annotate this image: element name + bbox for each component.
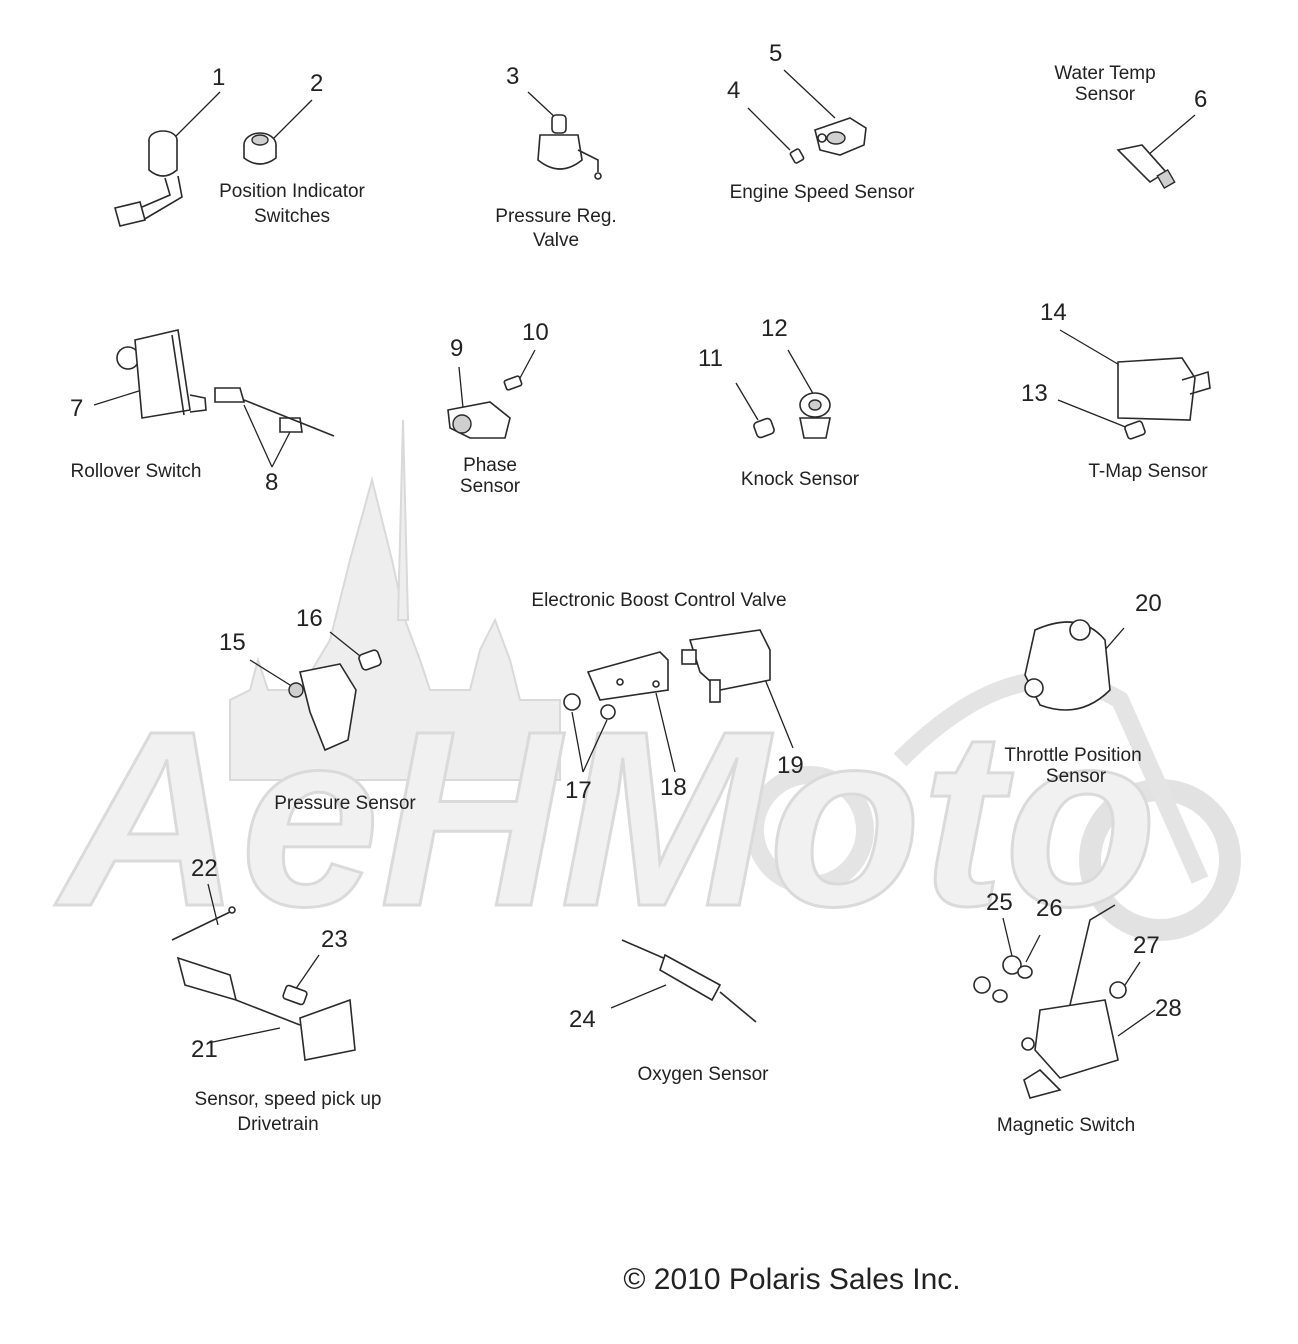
label-throttle-line2: Sensor [1046, 766, 1107, 787]
part-10-bolt-icon [503, 375, 523, 391]
label-pressure-reg-line2: Valve [533, 230, 579, 251]
watermark-text: AeHMoto [54, 679, 1157, 958]
callout-6: 6 [1194, 86, 1207, 113]
label-throttle-line1: Throttle Position [1004, 745, 1141, 766]
callout-20: 20 [1135, 590, 1162, 617]
part-1-position-switch-icon [114, 130, 183, 227]
label-water-temp-line1: Water Temp [1054, 63, 1155, 84]
part-2-switch-icon [243, 132, 277, 165]
part-8-fastener-icon [214, 387, 335, 437]
part-6-water-temp-sensor-icon [1116, 144, 1176, 190]
label-tmap: T-Map Sensor [1088, 461, 1208, 482]
callout-4: 4 [727, 77, 740, 104]
callout-11: 11 [698, 345, 723, 372]
callout-13: 13 [1021, 380, 1048, 407]
callout-22: 22 [191, 855, 218, 882]
callout-14: 14 [1040, 299, 1067, 326]
callout-24: 24 [569, 1006, 596, 1033]
part-28-magnetic-switch-icon [1021, 904, 1119, 1099]
label-knock: Knock Sensor [741, 469, 860, 490]
label-rollover: Rollover Switch [71, 461, 202, 482]
part-15-pressure-sensor-icon [288, 663, 357, 752]
part-13-bolt-icon [1124, 420, 1146, 440]
callout-21: 21 [191, 1036, 218, 1063]
copyright-text: © 2010 Polaris Sales Inc. [623, 1263, 960, 1296]
group-labels: Position Indicator Switches Pressure Reg… [71, 63, 1209, 1136]
label-pressure-reg-line1: Pressure Reg. [495, 206, 616, 227]
callout-7: 7 [70, 395, 83, 422]
label-water-temp-line2: Sensor [1075, 84, 1136, 105]
callout-3: 3 [506, 63, 519, 90]
callout-27: 27 [1133, 932, 1160, 959]
part-21-speed-pickup-icon [176, 956, 356, 1061]
callout-9: 9 [450, 335, 463, 362]
label-boost: Electronic Boost Control Valve [531, 590, 786, 611]
callout-2: 2 [310, 70, 323, 97]
watermark: AeHMoto [53, 419, 1241, 960]
part-22-cable-tie-icon [171, 906, 236, 941]
part-12-knock-sensor-icon [799, 392, 831, 439]
callout-25: 25 [986, 889, 1013, 916]
label-position-indicator-line2: Switches [254, 206, 330, 227]
label-oxygen: Oxygen Sensor [638, 1064, 770, 1085]
part-20-throttle-sensor-icon [1024, 619, 1111, 711]
label-engine-speed: Engine Speed Sensor [730, 182, 916, 203]
label-phase-line2: Sensor [460, 476, 521, 497]
label-pressure-sensor: Pressure Sensor [274, 793, 416, 814]
part-5-engine-speed-sensor-icon [814, 117, 867, 156]
label-phase-line1: Phase [463, 455, 517, 476]
label-magnetic: Magnetic Switch [997, 1115, 1135, 1136]
callout-5: 5 [769, 40, 782, 67]
callout-19: 19 [777, 752, 804, 779]
callout-18: 18 [660, 774, 687, 801]
callout-23: 23 [321, 926, 348, 953]
part-24-oxygen-sensor-icon [621, 939, 757, 1023]
spire-watermark-icon [396, 419, 410, 621]
callout-numbers: 1 2 3 4 5 6 7 8 9 10 11 12 13 14 15 16 1… [70, 40, 1207, 1063]
label-speed-pickup-line2: Drivetrain [237, 1114, 318, 1135]
part-26-washer-icon [992, 965, 1033, 1003]
part-9-phase-sensor-icon [447, 401, 511, 439]
part-7-rollover-switch-icon [116, 329, 207, 419]
callout-12: 12 [761, 315, 788, 342]
callout-10: 10 [522, 319, 549, 346]
callout-15: 15 [219, 629, 246, 656]
callout-16: 16 [296, 605, 323, 632]
part-11-bolt-icon [753, 417, 775, 439]
wheel-watermark-icon-2 [746, 766, 874, 894]
part-23-bolt-icon [282, 984, 308, 1006]
callout-26: 26 [1036, 895, 1063, 922]
part-14-tmap-sensor-icon [1117, 357, 1211, 421]
part-19-boost-valve-icon [681, 629, 771, 703]
label-position-indicator-line1: Position Indicator [219, 181, 365, 202]
part-17-fastener-icon [563, 693, 616, 720]
part-18-bracket-icon [586, 651, 669, 701]
part-25-nut-icon [973, 955, 1022, 994]
callout-17: 17 [565, 777, 592, 804]
callout-28: 28 [1155, 995, 1182, 1022]
callout-1: 1 [212, 64, 225, 91]
part-3-pressure-regulator-icon [537, 114, 602, 180]
part-16-bolt-icon [358, 649, 382, 671]
part-27-nut-icon [1109, 981, 1127, 999]
label-speed-pickup-line1: Sensor, speed pick up [195, 1089, 382, 1110]
part-4-bolt-icon [789, 148, 805, 164]
callout-8: 8 [265, 469, 278, 496]
